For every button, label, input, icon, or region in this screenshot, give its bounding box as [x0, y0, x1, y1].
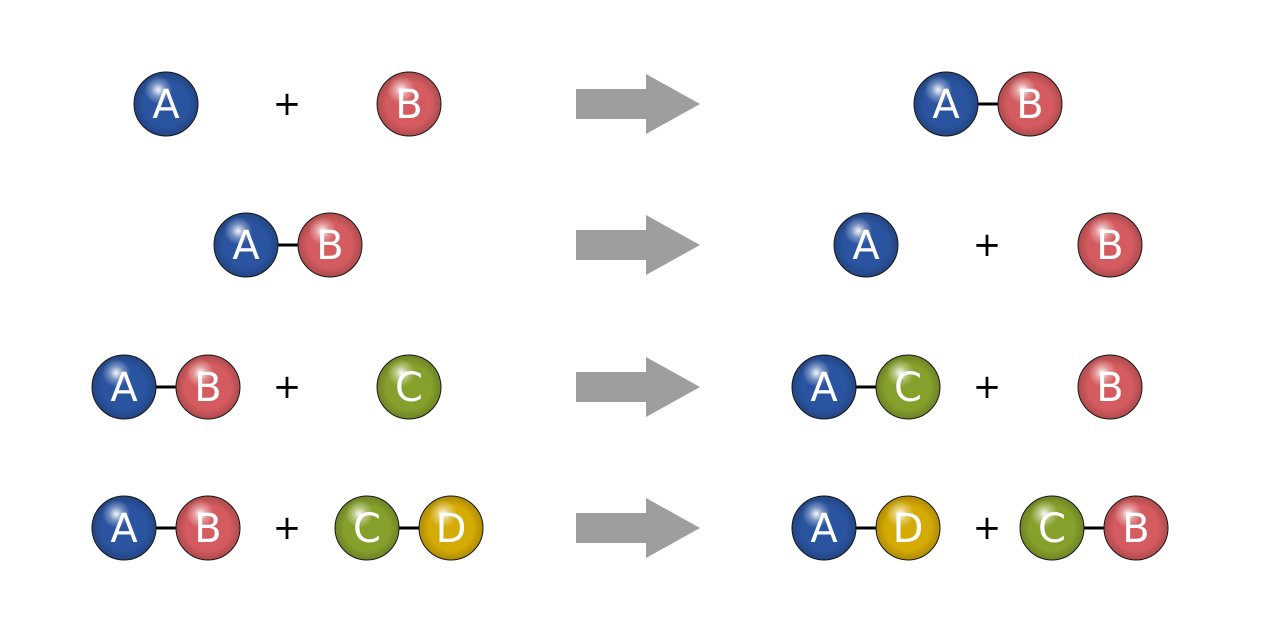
atom-a: A [833, 212, 899, 278]
atom-label: B [316, 223, 343, 269]
atom-c: C [334, 495, 400, 561]
reaction-arrow-icon [576, 74, 700, 134]
atom-a: A [791, 354, 857, 420]
atom-label: C [894, 365, 922, 411]
atom-label: C [353, 506, 381, 552]
reaction-arrow-icon [576, 215, 700, 275]
atom-label: C [395, 365, 423, 411]
plus-sign: + [273, 367, 302, 407]
plus-sign: + [973, 225, 1002, 265]
atom-d: D [418, 495, 484, 561]
atom-a: A [913, 71, 979, 137]
product-molecule: A [833, 212, 899, 278]
atom-label: D [436, 506, 467, 552]
atom-a: A [213, 212, 279, 278]
atom-label: B [194, 506, 221, 552]
atom-label: A [810, 506, 838, 552]
atom-b: B [1103, 495, 1169, 561]
atom-a: A [91, 495, 157, 561]
atom-d: D [875, 495, 941, 561]
reactant-molecule: A [133, 71, 199, 137]
plus-sign: + [273, 508, 302, 548]
atom-a: A [91, 354, 157, 420]
reactant-molecule: B [376, 71, 442, 137]
atom-label: B [395, 82, 422, 128]
atom-label: B [1016, 82, 1043, 128]
product-molecule: B [1077, 212, 1143, 278]
plus-sign: + [973, 508, 1002, 548]
atom-b: B [175, 354, 241, 420]
atom-b: B [1077, 212, 1143, 278]
plus-sign: + [973, 367, 1002, 407]
atom-label: A [852, 223, 880, 269]
atom-b: B [1077, 354, 1143, 420]
atom-label: A [110, 506, 138, 552]
atom-b: B [297, 212, 363, 278]
atom-label: A [110, 365, 138, 411]
atom-label: B [1096, 365, 1123, 411]
atom-a: A [133, 71, 199, 137]
atom-label: B [1096, 223, 1123, 269]
reaction-arrow-icon [576, 357, 700, 417]
atom-label: C [1038, 506, 1066, 552]
atom-label: D [893, 506, 924, 552]
atom-c: C [875, 354, 941, 420]
atom-label: A [152, 82, 180, 128]
atom-b: B [175, 495, 241, 561]
atom-a: A [791, 495, 857, 561]
plus-sign: + [273, 84, 302, 124]
atom-label: B [1122, 506, 1149, 552]
product-molecule: B [1077, 354, 1143, 420]
atom-c: C [376, 354, 442, 420]
atom-label: A [232, 223, 260, 269]
atom-label: A [810, 365, 838, 411]
atom-b: B [376, 71, 442, 137]
atom-label: B [194, 365, 221, 411]
atom-b: B [997, 71, 1063, 137]
reaction-arrow-icon [576, 498, 700, 558]
reactant-molecule: C [376, 354, 442, 420]
atom-c: C [1019, 495, 1085, 561]
atom-label: A [932, 82, 960, 128]
